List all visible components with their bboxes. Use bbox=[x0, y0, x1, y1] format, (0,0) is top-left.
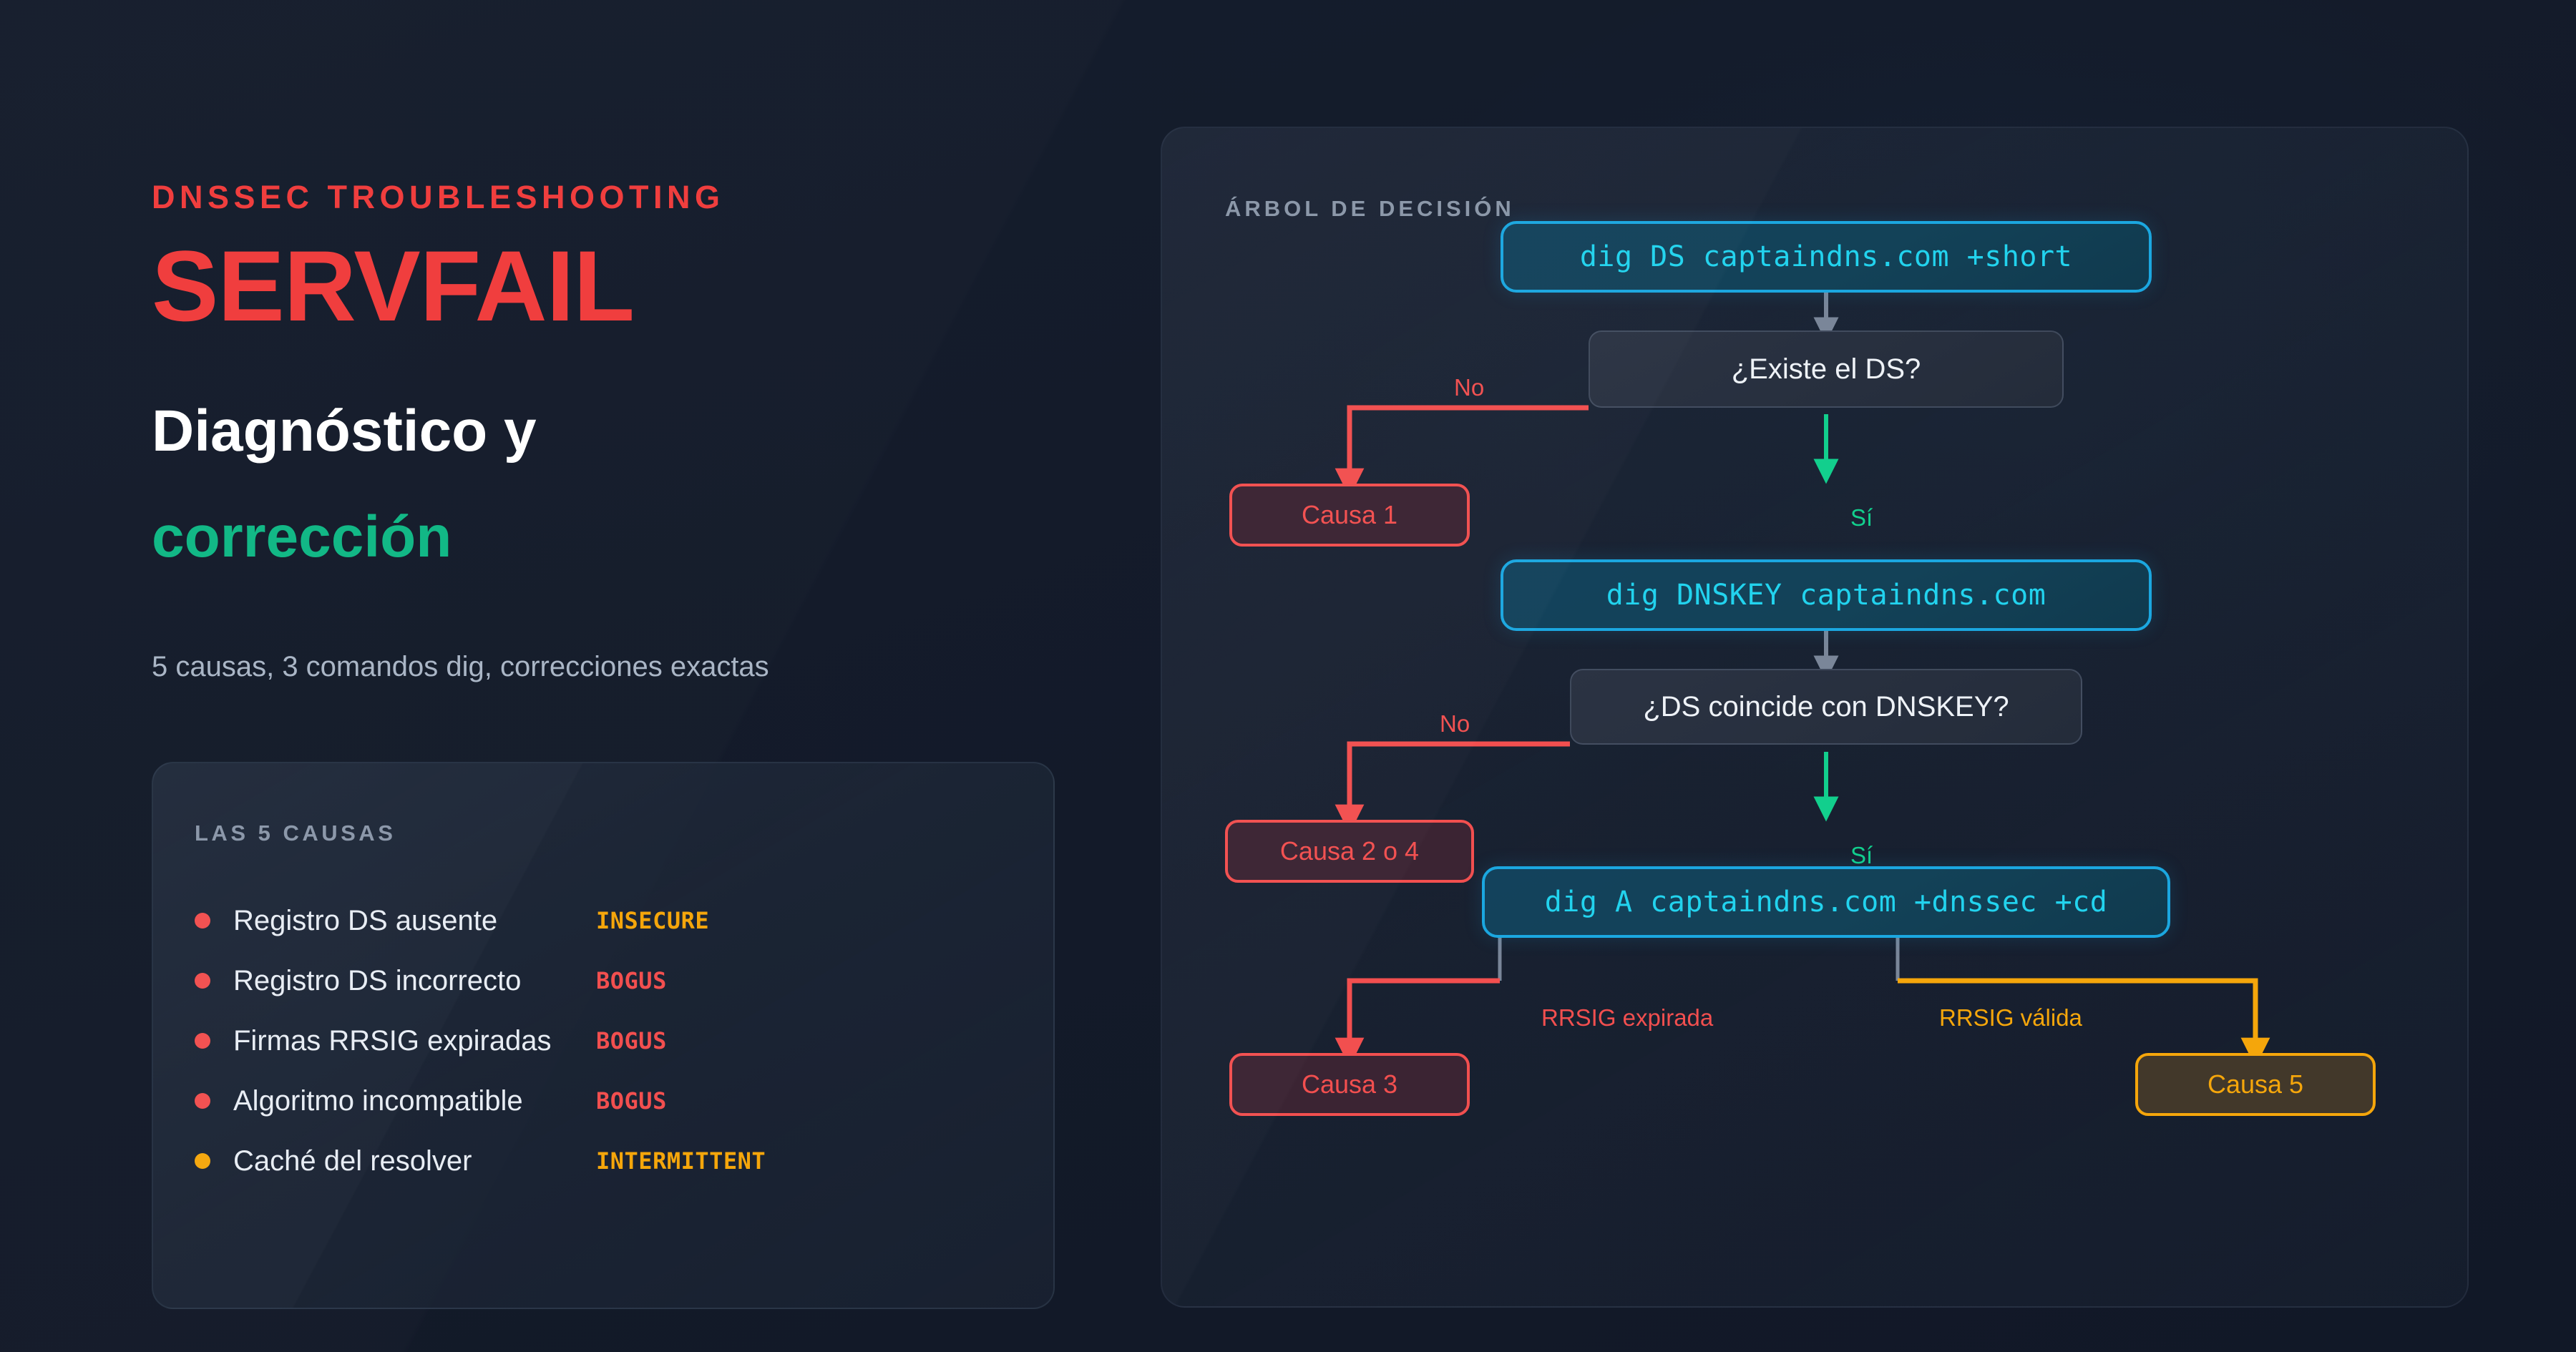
outcome-text: Causa 2 o 4 bbox=[1279, 836, 1420, 866]
question-text: ¿DS coincide con DNSKEY? bbox=[1643, 690, 2009, 722]
eyebrow-label: DNSSEC TROUBLESHOOTING bbox=[152, 179, 725, 215]
branch-label-no-2: No bbox=[1440, 710, 1470, 737]
cause-label: Registro DS ausente bbox=[233, 904, 498, 936]
tree-node-outcome-causa-3[interactable]: Causa 3 bbox=[1229, 1053, 1470, 1116]
tree-node-command-2[interactable]: dig DNSKEY captaindns.com bbox=[1501, 559, 2152, 631]
status-dot bbox=[195, 973, 210, 989]
cause-label: Firmas RRSIG expiradas bbox=[233, 1024, 552, 1057]
cause-label: Caché del resolver bbox=[233, 1145, 472, 1177]
list-item: Registro DS ausente INSECURE bbox=[195, 904, 1010, 936]
list-item: Algoritmo incompatible BOGUS bbox=[195, 1084, 1010, 1117]
status-dot bbox=[195, 1033, 210, 1049]
hero-column: DNSSEC TROUBLESHOOTING SERVFAIL Diagnóst… bbox=[152, 0, 1055, 1352]
page-title: SERVFAIL bbox=[152, 230, 635, 342]
subtitle-line-2: corrección bbox=[152, 504, 452, 569]
cause-label: Algoritmo incompatible bbox=[233, 1084, 523, 1117]
list-item: Caché del resolver INTERMITTENT bbox=[195, 1145, 1010, 1177]
status-badge: INTERMITTENT bbox=[596, 1147, 766, 1175]
branch-label-si-1: Sí bbox=[1850, 504, 1873, 531]
decision-tree-heading: ÁRBOL DE DECISIÓN bbox=[1225, 196, 1515, 221]
branch-label-no-1: No bbox=[1454, 374, 1485, 401]
outcome-text: Causa 3 bbox=[1301, 1069, 1398, 1099]
tree-node-command-1[interactable]: dig DS captaindns.com +short bbox=[1501, 221, 2152, 293]
causes-card: LAS 5 CAUSAS Registro DS ausente INSECUR… bbox=[152, 762, 1055, 1309]
status-badge: BOGUS bbox=[596, 1027, 667, 1054]
question-text: ¿Existe el DS? bbox=[1731, 353, 1921, 385]
outcome-text: Causa 1 bbox=[1301, 500, 1398, 529]
tree-node-command-3[interactable]: dig A captaindns.com +dnssec +cd bbox=[1482, 866, 2170, 938]
status-dot bbox=[195, 1093, 210, 1109]
causes-card-heading: LAS 5 CAUSAS bbox=[195, 820, 396, 846]
branch-label-rrsig-valida: RRSIG válida bbox=[1939, 1004, 2082, 1031]
command-text: dig A captaindns.com +dnssec +cd bbox=[1544, 886, 2108, 919]
status-badge: BOGUS bbox=[596, 967, 667, 994]
command-text: dig DNSKEY captaindns.com bbox=[1606, 579, 2046, 612]
tree-node-question-1[interactable]: ¿Existe el DS? bbox=[1589, 330, 2064, 408]
decision-tree-panel: ÁRBOL DE DECISIÓN bbox=[1161, 127, 2469, 1308]
cause-label: Registro DS incorrecto bbox=[233, 964, 522, 996]
tree-node-outcome-causa-2-o-4[interactable]: Causa 2 o 4 bbox=[1225, 820, 1474, 883]
outcome-text: Causa 5 bbox=[2207, 1069, 2304, 1099]
branch-label-rrsig-expirada: RRSIG expirada bbox=[1541, 1004, 1714, 1031]
status-dot bbox=[195, 1153, 210, 1169]
branch-label-si-2: Sí bbox=[1850, 842, 1873, 868]
tree-node-question-2[interactable]: ¿DS coincide con DNSKEY? bbox=[1570, 669, 2082, 745]
hero-description: 5 causas, 3 comandos dig, correcciones e… bbox=[152, 651, 769, 682]
status-badge: BOGUS bbox=[596, 1087, 667, 1115]
tree-node-outcome-causa-5[interactable]: Causa 5 bbox=[2135, 1053, 2376, 1116]
list-item: Firmas RRSIG expiradas BOGUS bbox=[195, 1024, 1010, 1057]
tree-node-outcome-causa-1[interactable]: Causa 1 bbox=[1229, 484, 1470, 547]
subtitle-line-1: Diagnóstico y bbox=[152, 398, 537, 464]
status-badge: INSECURE bbox=[596, 907, 710, 934]
command-text: dig DS captaindns.com +short bbox=[1579, 240, 2073, 273]
status-dot bbox=[195, 913, 210, 929]
list-item: Registro DS incorrecto BOGUS bbox=[195, 964, 1010, 996]
